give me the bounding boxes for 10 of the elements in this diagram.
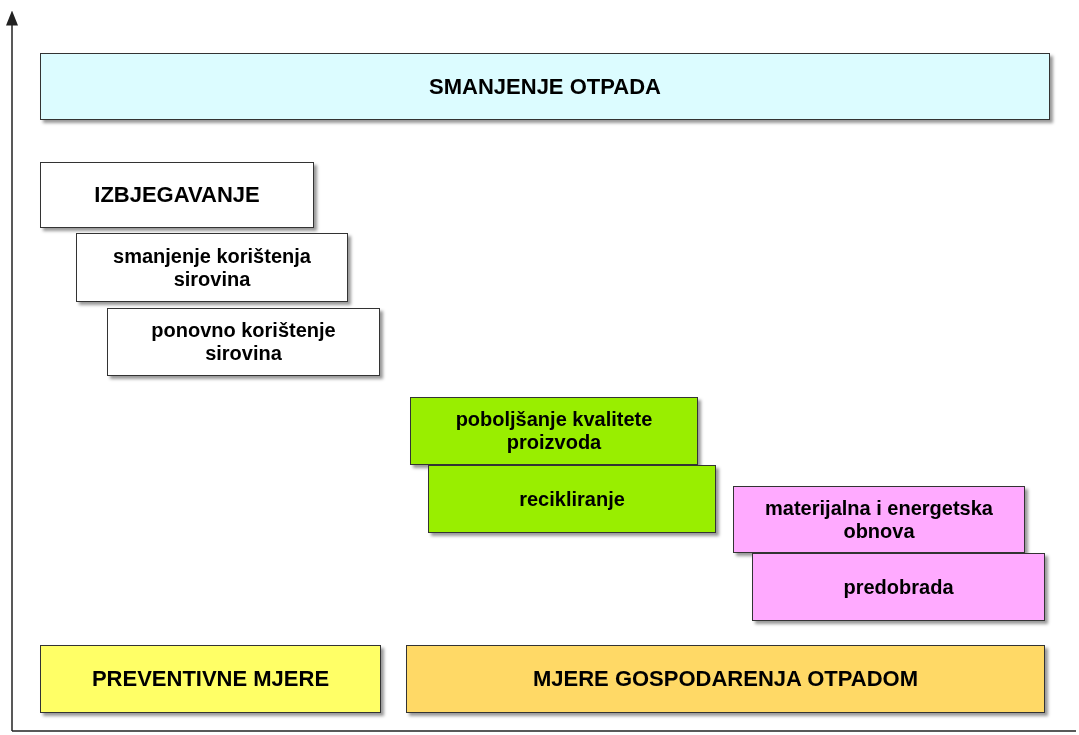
measure-box: materijalna i energetska obnova	[733, 486, 1025, 553]
measure-box: ponovno korištenje sirovina	[107, 308, 380, 376]
category-box: IZBJEGAVANJE	[40, 162, 314, 228]
measure-box: predobrada	[752, 553, 1045, 621]
measure-box: recikliranje	[428, 465, 716, 533]
measure-box: smanjenje korištenja sirovina	[76, 233, 348, 302]
banner-box: SMANJENJE OTPADA	[40, 53, 1050, 120]
measure-box: poboljšanje kvalitete proizvoda	[410, 397, 698, 465]
category-box: PREVENTIVNE MJERE	[40, 645, 381, 713]
category-box: MJERE GOSPODARENJA OTPADOM	[406, 645, 1045, 713]
